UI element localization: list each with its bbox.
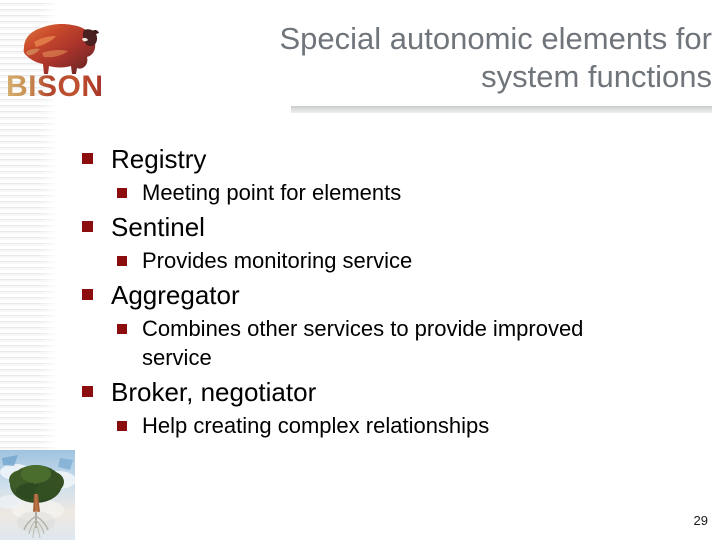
bullet-list: Registry Meeting point for elements Sent… [82,142,692,443]
list-item-label: Registry [111,144,207,174]
title-divider-rule [291,106,712,113]
list-item: Broker, negotiator [82,375,692,409]
bullet-square-icon [117,324,127,334]
bullet-square-icon [82,289,93,300]
tree-photo [0,450,75,540]
page-number: 29 [693,513,708,528]
bullet-square-icon [82,386,93,397]
list-item: Sentinel [82,210,692,244]
list-item-label: Help creating complex relationships [142,413,490,438]
list-item: Provides monitoring service [117,246,692,275]
list-item: Meeting point for elements [117,178,692,207]
list-item: Combines other services to provide impro… [117,314,692,372]
bullet-square-icon [82,153,93,164]
list-item-label: Meeting point for elements [142,180,402,205]
list-item-label: Provides monitoring service [142,248,413,273]
bullet-square-icon [117,188,127,198]
list-item-label: Aggregator [111,280,240,310]
list-item: Registry [82,142,692,176]
list-item: Help creating complex relationships [117,411,692,440]
bison-logo: BISON [4,8,108,104]
bullet-square-icon [117,421,127,431]
slide-title: Special autonomic elements for system fu… [279,21,712,94]
list-item-label: Sentinel [111,212,205,242]
bison-silhouette-glyph [23,24,99,74]
list-item-label: Combines other services to provide impro… [142,316,584,370]
logo-wordmark: BISON [6,70,104,103]
bullet-square-icon [117,256,127,266]
list-item: Aggregator [82,278,692,312]
bullet-square-icon [82,221,93,232]
list-item-label: Broker, negotiator [111,377,317,407]
